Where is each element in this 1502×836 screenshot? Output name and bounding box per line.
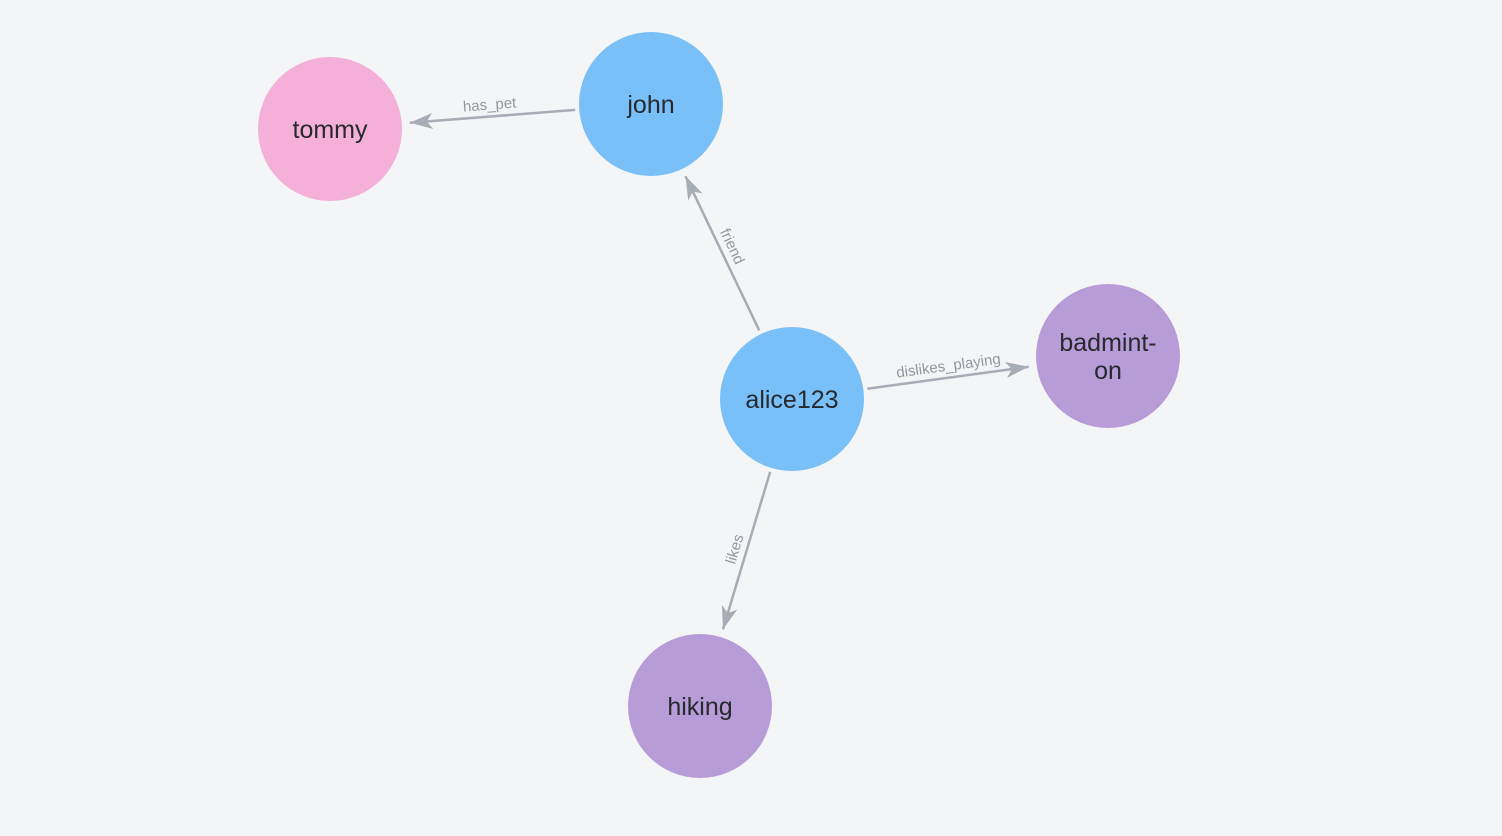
- edge-label: friend: [716, 226, 748, 267]
- node-hiking[interactable]: hiking: [628, 634, 772, 778]
- edge-label: has_pet: [462, 94, 517, 115]
- node-circle[interactable]: [1036, 284, 1180, 428]
- node-circle[interactable]: [579, 32, 723, 176]
- edge-alice123-hiking: likes: [721, 471, 772, 630]
- edge-line[interactable]: [721, 471, 772, 630]
- node-john[interactable]: john: [579, 32, 723, 176]
- node-circle[interactable]: [628, 634, 772, 778]
- node-alice123[interactable]: alice123: [720, 327, 864, 471]
- edge-alice123-john: friend: [684, 175, 761, 331]
- node-circle[interactable]: [258, 57, 402, 201]
- edge-line[interactable]: [409, 108, 576, 129]
- node-badminton[interactable]: badmint-on: [1036, 284, 1180, 428]
- edge-line[interactable]: [684, 175, 761, 331]
- edge-line[interactable]: [867, 361, 1029, 390]
- node-tommy[interactable]: tommy: [258, 57, 402, 201]
- node-circle[interactable]: [720, 327, 864, 471]
- edge-alice123-badminton: dislikes_playing: [867, 351, 1029, 390]
- edge-john-tommy: has_pet: [409, 94, 576, 129]
